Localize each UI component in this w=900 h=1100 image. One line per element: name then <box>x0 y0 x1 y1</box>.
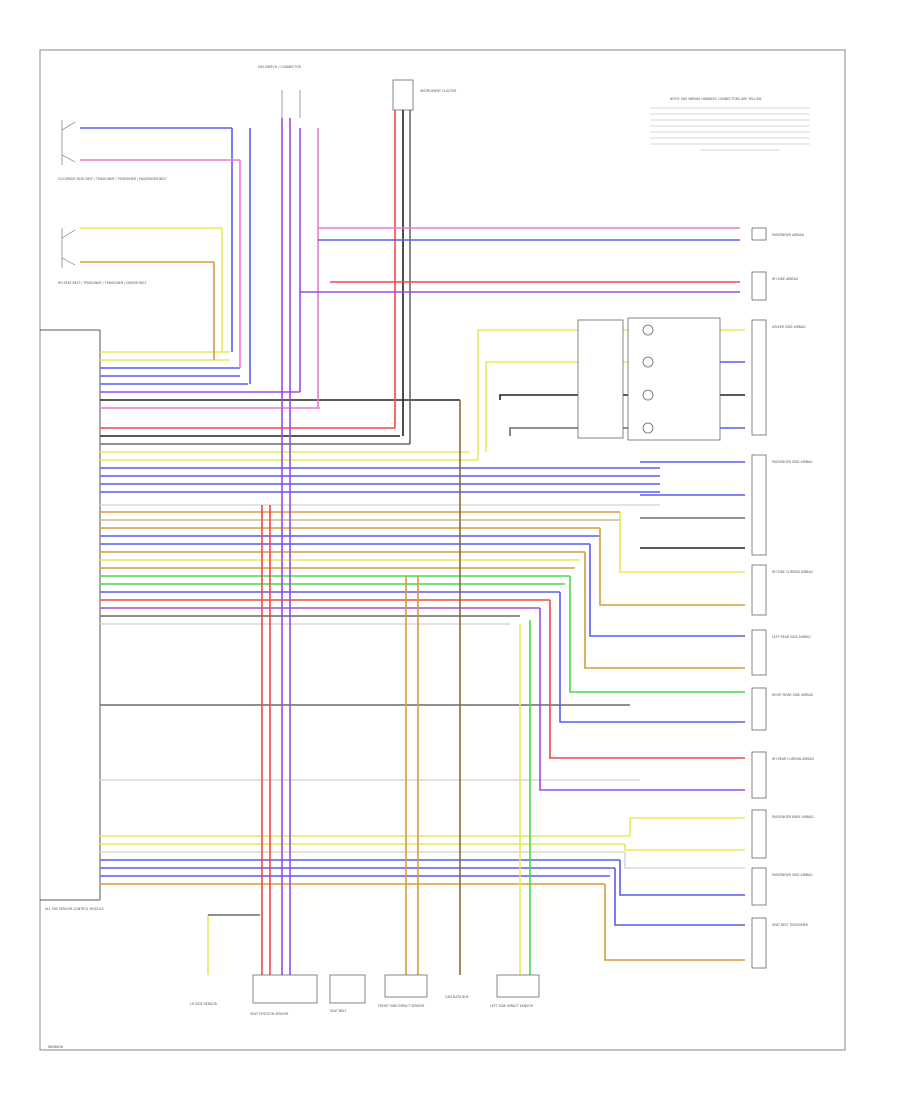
bottom-label-4: FRONT SIDE IMPACT SENSOR <box>378 1004 425 1008</box>
control-module-label: ALL SRS SENSOR CONTROL MODULE <box>45 907 104 911</box>
instrument-cluster-label: INSTRUMENT CLUSTER <box>420 89 457 93</box>
right-connector-0 <box>751 227 767 241</box>
right-connector-1 <box>751 271 767 301</box>
srs-control-module: ALL SRS SENSOR CONTROL MODULE <box>40 329 104 911</box>
right-connector-label-1: RH SIDE AIRBAG <box>772 277 799 281</box>
footer-code: W00000 <box>48 1045 64 1049</box>
wire-108 <box>604 884 640 961</box>
right-connector-2 <box>751 319 767 436</box>
right-connector-3 <box>751 454 767 556</box>
right-connector-label-8: PASSENGER KNEE AIRBAG <box>772 815 814 819</box>
wire-107 <box>614 868 640 926</box>
srs-note: NOTE: SRS WIRING HARNESS CONNECTORS ARE … <box>670 97 762 101</box>
right-connector-label-2: DRIVER SIDE AIRBAG <box>772 325 806 329</box>
right-connector-5 <box>751 629 767 676</box>
bottom-label-2: SEAT POSITION SENSOR <box>250 1012 289 1016</box>
note-lines <box>650 107 810 151</box>
right-connector-label-7: RH REAR CURTAIN AIRBAG <box>772 757 815 761</box>
bottom-comp-seat-position <box>252 974 318 1004</box>
bottom-label-6: LEFT SIDE IMPACT SENSOR <box>490 1004 534 1008</box>
wire-97 <box>589 544 640 637</box>
wire-104 <box>624 844 640 851</box>
wire-96 <box>599 528 640 606</box>
right-connector-label-9: PASSENGER SIDE AIRBAG <box>772 873 813 877</box>
ign-switch-label: IGN SWITCH / CONNECTOR <box>258 65 302 69</box>
wire-103 <box>629 817 640 836</box>
wire-102 <box>539 608 640 791</box>
right-components: PASSENGER AIRBAG RH SIDE AIRBAG DRIVER SID… <box>751 227 815 969</box>
bottom-comp-left-sensor <box>496 974 540 998</box>
right-connector-label-3: PASSENGER SIDE AIRBAG <box>772 460 813 464</box>
top-left-component2-label: RH SEAT BELT / TENSIONER / TENSIONER / D… <box>58 281 147 285</box>
right-connector-9 <box>751 867 767 906</box>
bottom-comp-front-sensor <box>384 974 428 998</box>
bottom-label-5: CAN DATA BUS <box>445 995 469 999</box>
wire-99 <box>569 576 640 693</box>
top-left-seatbelt-component: OCCUPANT SEAT BELT / TENSIONER / TENSION… <box>58 120 167 285</box>
right-connector-label-6: RIGHT REAR SIDE AIRBAG <box>772 693 814 697</box>
bottom-label-1: LH SIDE SENSOR <box>190 1002 218 1006</box>
wire-105 <box>624 852 640 869</box>
top-left-component-label: OCCUPANT SEAT BELT / TENSIONER / TENSION… <box>58 177 167 181</box>
bottom-label-3: SEAT BELT <box>330 1009 346 1013</box>
wire-100 <box>559 592 640 723</box>
wire-106 <box>619 860 640 896</box>
right-connector-label-10: SEAT BELT TENSIONER <box>772 923 809 927</box>
instrument-cluster-box <box>392 79 414 111</box>
right-connector-8 <box>751 809 767 859</box>
bottom-components: LH SIDE SENSOR SEAT POSITION SENSOR SEAT… <box>190 974 540 1016</box>
diagram-frame <box>39 49 846 1051</box>
right-connector-10 <box>751 917 767 969</box>
right-connector-7 <box>751 751 767 799</box>
right-connector-label-5: LEFT REAR SIDE AIRBAG <box>772 635 811 639</box>
right-connector-6 <box>751 687 767 731</box>
wire-95 <box>619 512 640 573</box>
wire-101 <box>549 600 640 759</box>
top-center-ignition: IGN SWITCH / CONNECTOR INSTRUMENT CLUSTE… <box>258 65 457 118</box>
right-connector-label-0: PASSENGER AIRBAG <box>772 233 805 237</box>
right-connector-4 <box>751 564 767 616</box>
wire-98 <box>584 552 640 669</box>
sensor-cluster-box <box>627 317 721 441</box>
right-connector-label-4: RH SIDE CURTAIN AIRBAG <box>772 570 813 574</box>
sensor-cluster <box>577 317 721 441</box>
wires-group <box>80 110 745 975</box>
bottom-comp-seat-belt <box>329 974 366 1004</box>
